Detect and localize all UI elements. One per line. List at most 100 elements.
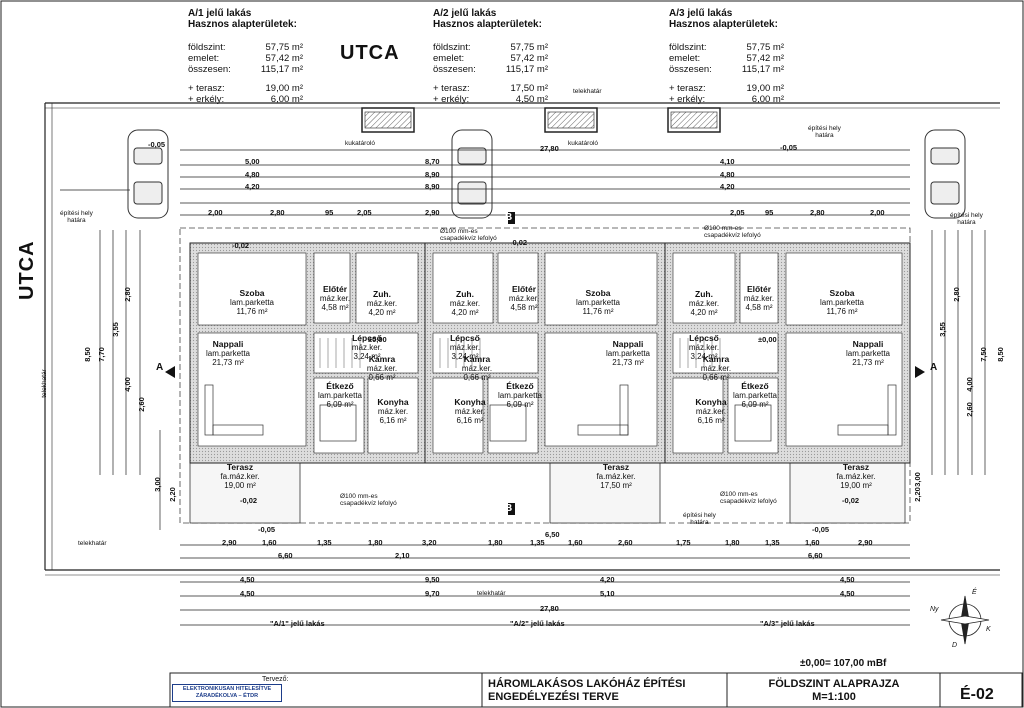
room-name: Szoba [239,288,265,298]
unit-subtitle: Hasznos alapterületek: [669,19,778,30]
label: + terasz: [433,83,470,94]
unit-label: "A/3" jelű lakás [760,619,815,628]
compass-west: Ny [930,606,939,613]
dim-label: 4,50 [840,589,855,598]
room-name: Terasz [226,462,254,472]
car-icons [127,129,966,219]
designer-label: Tervező: [262,676,289,683]
room-area: 3,24 m² [690,352,718,361]
level-mark: -0,05 [258,525,276,534]
room-floor: lam.parketta [575,298,621,307]
dim-label: 1,35 [530,538,545,547]
dim-label: 2,60 [618,538,633,547]
sheet-scale: M=1:100 [812,691,856,703]
compass-icon [940,595,990,645]
room-floor: máz.ker. [449,343,481,352]
sheet-title-line: FÖLDSZINT ALAPRAJZA [768,678,900,690]
dim-label: 3,00 [912,472,922,487]
car-icon [127,129,169,219]
room-floor: lam.parketta [845,349,891,358]
drain-note: Ø100 mm-es csapadékvíz lefolyó [704,225,761,239]
building-limit-label: építési hely határa [683,512,716,526]
label: építési hely [950,212,983,219]
level-mark: -0,05 [780,143,798,152]
value: 57,75 m² [510,42,549,53]
room-floor: fa.máz.ker. [836,472,876,481]
room-area: 11,76 m² [236,307,268,316]
dim-label: 2,90 [425,208,440,217]
room-area: 0,66 m² [702,373,730,382]
unit-summary-a1: A/1 jelű lakás Hasznos alapterületek: fö… [188,8,308,105]
drain-note: Ø100 mm-es csapadékvíz lefolyó [440,228,497,242]
room-name: Étkező [326,381,354,391]
compass-north: É [972,589,977,596]
label: határa [957,219,976,226]
value: 57,42 m² [510,53,549,64]
room-area: 0,66 m² [463,373,491,382]
room-floor: máz.ker. [454,407,486,416]
label: építési hely [60,210,93,217]
room-area: 4,20 m² [368,308,396,317]
label: földszint: [188,42,226,53]
room-name: Nappali [212,339,244,349]
label: építési hely [683,512,716,519]
dim-label: 95 [325,208,334,217]
dim-label: 1,80 [368,538,383,547]
room-label: Zuh.máz.ker.4,20 m² [445,290,485,318]
unit-title: A/3 jelű lakás [669,8,733,19]
value: 19,00 m² [265,83,304,94]
room-area: 6,16 m² [456,416,484,425]
stair-treads [319,338,721,368]
room-area: 6,09 m² [326,400,354,409]
label: + erkély: [188,94,225,105]
project-title: HÁROMLAKÁSOS LAKÓHÁZ ÉPÍTÉSI ENGEDÉLYEZÉ… [488,678,685,704]
room-name: Előtér [746,284,772,294]
label: építési hely [808,125,841,132]
room-area: 0,66 m² [368,373,396,382]
section-label: B [505,503,513,514]
boundary-label: telekhatár [573,88,602,95]
label: + terasz: [188,83,225,94]
room-floor: máz.ker. [351,343,383,352]
dim-label: 9,70 [425,589,440,598]
bin-label: kukatároló [345,140,375,147]
car-icon [924,129,966,219]
dim-label: 2,80 [810,208,825,217]
value: 57,75 m² [265,42,304,53]
unit-label: "A/1" jelű lakás [270,619,325,628]
unit-subtitle: Hasznos alapterületek: [188,19,297,30]
unit-summary-a2: A/2 jelű lakás Hasznos alapterületek: fö… [433,8,553,105]
bottom-dimension-lines [180,544,910,626]
dim-label: 2,80 [270,208,285,217]
terraces [189,462,906,524]
sheet-title: FÖLDSZINT ALAPRAJZA M=1:100 [730,678,938,704]
value: 19,00 m² [746,83,785,94]
dim-label: 1,60 [805,538,820,547]
room-name: Étkező [506,381,534,391]
dim-label: 1,60 [568,538,583,547]
building-limit-label: építési hely határa [950,212,983,226]
room-area: 17,50 m² [600,481,632,490]
room-floor: lam.parketta [497,391,543,400]
dim-label: 7,50 [978,347,988,362]
dim-label: 8,90 [425,170,440,179]
room-area: 4,20 m² [690,308,718,317]
boundary-label: telekhatár [78,540,107,547]
level-mark: -0,05 [148,140,166,149]
dim-label: 6,60 [808,551,823,560]
dim-label: 6,50 [545,530,560,539]
dim-label: 2,90 [858,538,873,547]
dim-label: 6,60 [278,551,293,560]
room-area: 19,00 m² [224,481,256,490]
dim-label: 3,55 [110,322,120,337]
unit-title: A/1 jelű lakás [188,8,252,19]
room-name: Kamra [463,354,491,364]
label: határa [67,217,86,224]
